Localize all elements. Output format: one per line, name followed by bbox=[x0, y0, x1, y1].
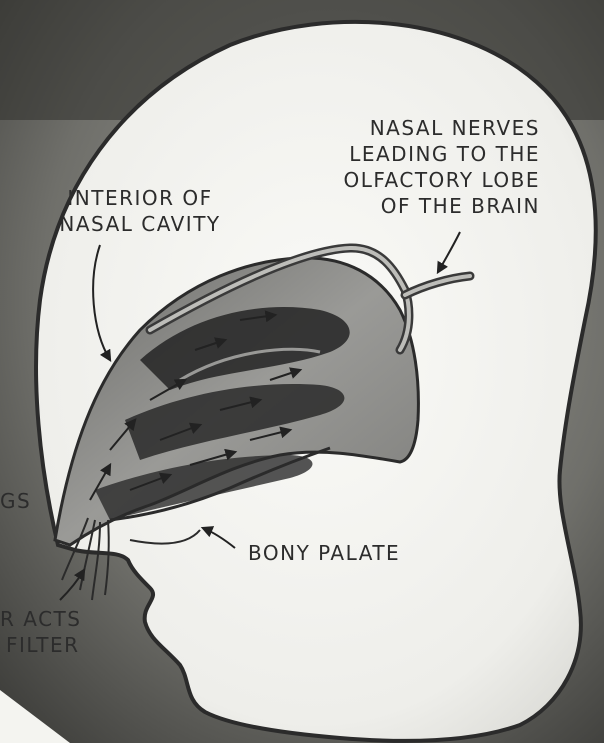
label-nasal-cavity: INTERIOR OF NASAL CAVITY bbox=[40, 185, 240, 237]
label-nasal-nerves-line-1: NASAL NERVES bbox=[330, 115, 540, 141]
label-filter-line-2: FILTER bbox=[0, 632, 81, 658]
label-nasal-cavity-line-2: NASAL CAVITY bbox=[40, 211, 240, 237]
label-filter: R ACTS FILTER bbox=[0, 606, 81, 658]
label-filter-line-1: R ACTS bbox=[0, 606, 81, 632]
label-nasal-nerves-line-3: OLFACTORY LOBE bbox=[330, 167, 540, 193]
label-nasal-nerves: NASAL NERVES LEADING TO THE OLFACTORY LO… bbox=[330, 115, 540, 219]
label-cut-left-edge: GS bbox=[0, 488, 31, 514]
label-nasal-cavity-line-1: INTERIOR OF bbox=[40, 185, 240, 211]
label-nasal-nerves-line-2: LEADING TO THE bbox=[330, 141, 540, 167]
label-nasal-nerves-line-4: OF THE BRAIN bbox=[330, 193, 540, 219]
label-bony-palate: BONY PALATE bbox=[248, 540, 400, 566]
